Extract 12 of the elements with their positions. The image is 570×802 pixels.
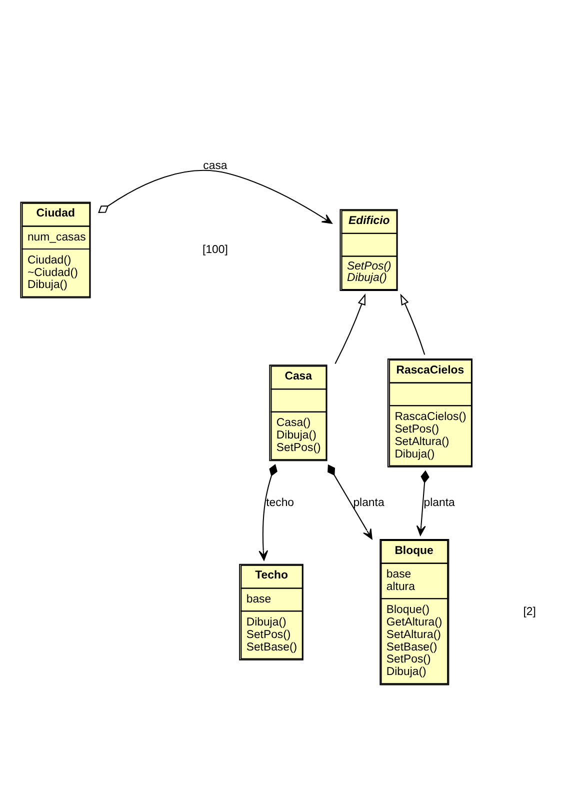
edge-label: planta <box>353 496 384 509</box>
edge-label: techo <box>266 496 294 509</box>
arrow <box>400 293 426 354</box>
arrow <box>98 169 332 224</box>
arrow <box>416 470 430 536</box>
arrow <box>258 464 278 560</box>
arrow <box>328 464 372 539</box>
label: [2] <box>523 605 536 618</box>
edge-label: planta <box>424 496 455 509</box>
label: [100] <box>202 243 228 256</box>
arrow <box>334 293 366 364</box>
edge-label: casa <box>203 159 228 172</box>
